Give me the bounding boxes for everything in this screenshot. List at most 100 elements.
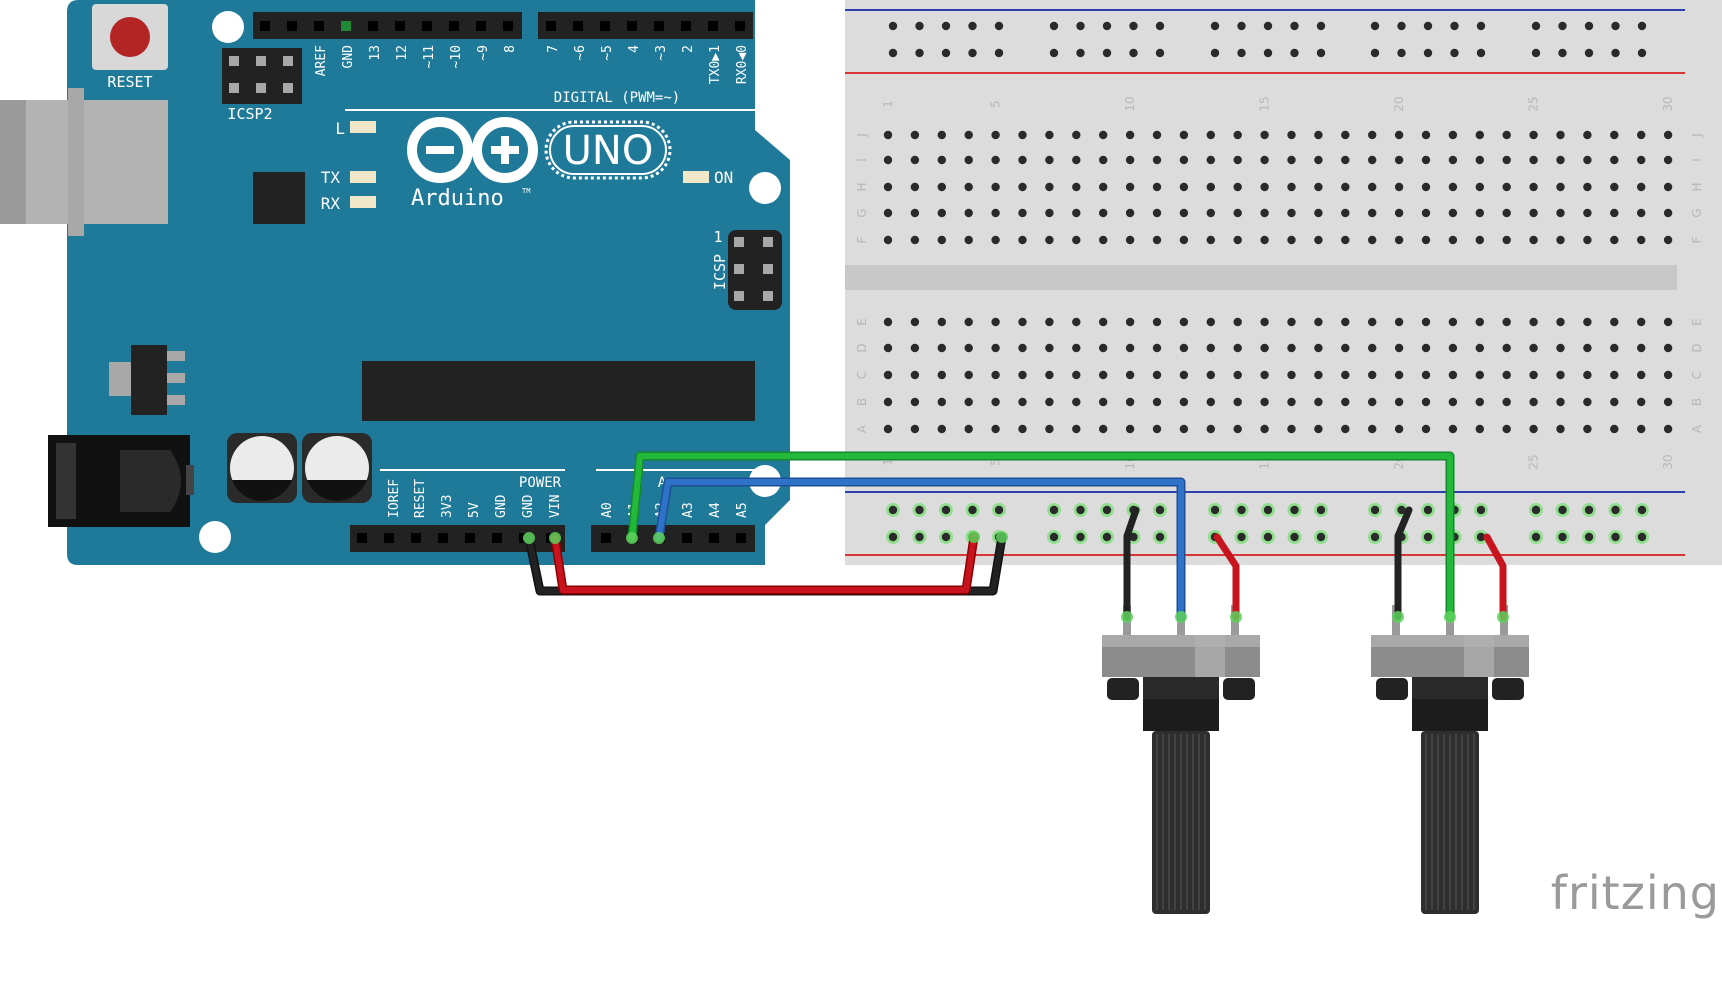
digital-pin-label: 13 [368,45,383,61]
rail-hole [1611,21,1620,31]
breadboard-hole [1341,155,1350,165]
breadboard-hole [1421,130,1431,140]
pin-socket [546,21,556,31]
pot-tab [1223,678,1255,700]
breadboard-hole [1529,397,1538,407]
breadboard-hole [1125,208,1135,218]
column-number-bottom: 5 [989,458,1003,466]
rail-hole [1611,505,1620,515]
breadboard-hole [1556,317,1565,327]
breadboard-hole [1260,343,1269,353]
breadboard-hole [1583,208,1592,218]
breadboard-hole [1045,343,1054,353]
breadboard-hole [1421,424,1431,434]
pin-socket [395,21,405,31]
breadboard-hole [910,130,920,140]
row-letter: H [1690,182,1704,191]
breadboard-hole [1018,155,1027,165]
breadboard-hole [1206,130,1216,140]
breadboard-hole [883,130,893,140]
breadboard-hole [883,155,893,165]
breadboard-hole [1206,343,1216,353]
breadboard-hole [1045,130,1054,140]
breadboard-hole [1314,155,1323,165]
breadboard-holes [883,21,1673,544]
breadboard-hole [1583,370,1592,380]
breadboard-hole [1099,317,1108,327]
rail-hole [888,48,898,58]
rail-hole [1210,48,1220,58]
breadboard-hole [1502,155,1511,165]
rail-hole [1155,532,1165,542]
breadboard-hole [1341,424,1350,434]
arduino-label: Arduino [411,186,504,211]
breadboard-hole [1556,397,1565,407]
breadboard-hole [964,235,973,245]
wire-endpoint [549,532,561,544]
icsp-header [728,230,782,310]
breadboard-hole [964,208,973,218]
rail-hole [1611,532,1620,542]
rail-hole [1450,48,1459,58]
breadboard-hole [1206,370,1216,380]
breadboard-hole [1394,397,1404,407]
breadboard-hole [1260,317,1269,327]
breadboard-hole [1583,424,1592,434]
breadboard-hole [1045,317,1054,327]
row-letter: B [855,398,869,406]
pot-nut [1143,677,1219,699]
breadboard-hole [1314,397,1323,407]
breadboard-hole [1072,208,1081,218]
breadboard-hole [1233,317,1242,327]
breadboard-hole [991,235,1000,245]
breadboard-hole [1448,397,1458,407]
pin-socket [368,21,378,31]
analog-pin-header [591,525,755,552]
wire-endpoint [1230,611,1242,623]
minus-icon [426,146,454,154]
breadboard-hole [1233,397,1242,407]
breadboard-hole [1610,424,1619,434]
rail-hole [1263,532,1273,542]
breadboard-hole [1394,317,1404,327]
rail-hole [1263,505,1273,515]
rail-hole [1049,532,1059,542]
rail-hole [1423,532,1433,542]
breadboard-hole [1018,397,1027,407]
breadboard-hole [883,208,893,218]
breadboard-hole [1152,370,1162,380]
breadboard-hole [1421,235,1431,245]
breadboard-hole [1045,235,1054,245]
row-letter: A [1690,424,1704,433]
mounting-hole [749,172,781,204]
digital-pin-label: 4 [627,45,642,53]
breadboard-hole [1663,343,1673,353]
wire-endpoint [523,532,535,544]
rail-hole [941,48,951,58]
rail-hole [1263,48,1273,58]
rail-hole [888,505,898,515]
pin-socket [476,21,486,31]
breadboard-hole [1179,235,1189,245]
breadboard-hole [1233,343,1242,353]
breadboard-hole [991,182,1000,192]
breadboard-hole [1502,370,1511,380]
rail-hole [915,48,924,58]
breadboard-hole [1260,130,1269,140]
breadboard-hole [1448,208,1458,218]
breadboard-hole [1529,424,1538,434]
breadboard-hole [991,424,1000,434]
a1-wire-green [629,453,1453,620]
breadboard-hole [937,317,946,327]
analog-label: A [658,475,667,491]
rail-hole [888,21,898,31]
pot-nut [1412,677,1488,699]
breadboard-hole [1368,317,1377,327]
breadboard-hole [1152,424,1162,434]
pin-socket [449,21,459,31]
breadboard-hole [1637,397,1646,407]
mounting-hole [199,521,231,553]
digital-pin-label: RX0◀0 [735,45,750,84]
breadboard-hole [1125,182,1135,192]
